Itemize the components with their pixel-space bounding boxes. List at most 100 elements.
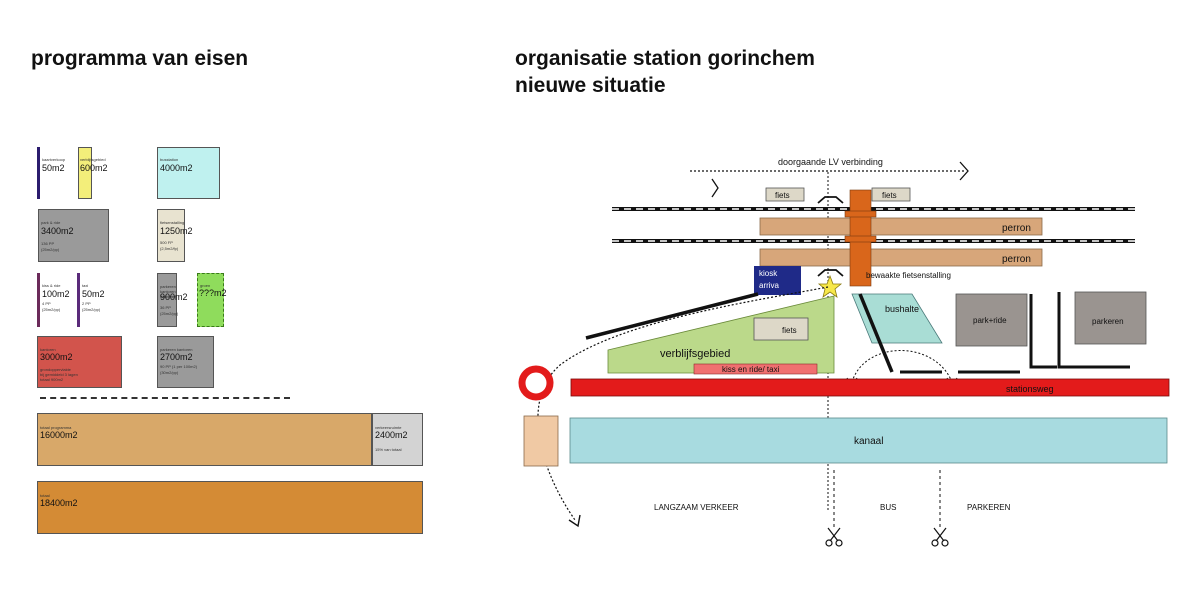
- area-groen: ???m2: [199, 288, 227, 298]
- area-totaal-programma: 16000m2: [40, 430, 78, 440]
- label-verkeersruimte: verkeersruimte: [375, 425, 402, 430]
- parkeren-area: [1074, 291, 1147, 345]
- fiets-box-3: [753, 317, 809, 341]
- bushalte-label: bushalte: [885, 304, 919, 314]
- note-parkeren-kantoren-bedrijven-1: 36 PP: [160, 305, 171, 310]
- station-subtitle: nieuwe situatie: [515, 74, 666, 97]
- kanaal-canal: [569, 417, 1168, 464]
- dashed-separator: [40, 397, 290, 399]
- label-groen: groen: [200, 283, 211, 288]
- scissors-icon-1: [825, 527, 843, 547]
- block-parkeren-kantoren-bedrijven: [157, 273, 177, 327]
- note-fietsenstalling-2: (2,5m2/fp): [160, 246, 179, 251]
- kanaal-label: kanaal: [854, 436, 883, 447]
- area-kaartverkoop: 50m2: [42, 163, 65, 173]
- block-taxi: [77, 273, 80, 327]
- fiets-label-3: fiets: [782, 326, 797, 335]
- verblijfsgebied-label: verblijfsgebied: [660, 348, 730, 360]
- bushalte-area: [851, 293, 943, 344]
- guarded-bike-storage-label: bewaakte fietsenstalling: [866, 271, 951, 280]
- label-totaal-programma: totaal programma: [40, 425, 72, 430]
- area-taxi: 50m2: [82, 289, 105, 299]
- label-kiss-ride: kiss & ride: [42, 283, 61, 288]
- label-busstation: busstation: [160, 157, 179, 162]
- entrance-star-icon: [817, 274, 843, 298]
- parking-wall-2: [1057, 292, 1130, 369]
- perron-2: [759, 248, 1043, 267]
- bushalte-wall: [858, 293, 894, 373]
- perron-label-2: perron: [1002, 254, 1031, 265]
- fiets-label-2: fiets: [882, 191, 897, 200]
- parkeren-caps-label: PARKEREN: [967, 503, 1011, 512]
- perron-label-1: perron: [1002, 223, 1031, 234]
- label-parkeren-kantoren: parkeren kantoren: [160, 347, 193, 352]
- arriva-label: arriva: [759, 281, 780, 290]
- block-verblijfsgebied: [78, 147, 92, 199]
- note-kiss-ride-2: (25m2/pp): [42, 307, 61, 312]
- scissors-icon-2: [931, 527, 949, 547]
- note-taxi-1: 2 PP: [82, 301, 91, 306]
- block-busstation: [157, 147, 220, 199]
- bus-loop-route: [851, 350, 953, 383]
- block-fietsenstalling: [157, 209, 185, 262]
- label-park-ride: park & ride: [41, 220, 61, 225]
- note-kantoren-2: bij gemiddeld 3 lagen: [40, 372, 78, 377]
- kiosk-label: kiosk: [759, 269, 778, 278]
- label-taxi: taxi: [82, 283, 89, 288]
- perron-1: [759, 217, 1043, 236]
- parkeren-label: parkeren: [1092, 317, 1124, 326]
- area-fietsenstalling: 1250m2: [160, 226, 193, 236]
- stationsweg-road: [570, 378, 1170, 397]
- area-parkeren-kantoren-bedrijven: 900m2: [160, 292, 188, 302]
- note-kantoren-3: totaal 900m2: [40, 377, 64, 382]
- label-kaartverkoop: kaartverkoop: [42, 157, 66, 162]
- block-park-ride: [38, 209, 109, 262]
- area-verkeersruimte: 2400m2: [375, 430, 408, 440]
- block-kantoren: [37, 336, 122, 388]
- verblijfsgebied-area: [607, 295, 835, 374]
- area-verblijfsgebied: 600m2: [80, 163, 108, 173]
- kiss-ride-taxi-label: kiss en ride/ taxi: [722, 365, 780, 374]
- area-kantoren: 3000m2: [40, 352, 73, 362]
- program-title: programma van eisen: [31, 47, 249, 70]
- kiosk-arriva-box: [754, 266, 801, 295]
- station-title: organisatie station gorinchem: [515, 47, 815, 70]
- bus-label: BUS: [880, 503, 896, 512]
- block-kiss-ride: [37, 273, 40, 327]
- beige-block-left: [523, 415, 559, 467]
- fiets-label-1: fiets: [775, 191, 790, 200]
- note-park-ride-2: (25m2/pp): [41, 247, 60, 252]
- note-taxi-2: (25m2/pp): [82, 307, 101, 312]
- kiss-ride-taxi-strip: [693, 363, 818, 375]
- block-kaartverkoop: [37, 147, 40, 199]
- area-park-ride: 3400m2: [41, 226, 74, 236]
- note-kiss-ride-1: 4 PP: [42, 301, 51, 306]
- stationsweg-label: stationsweg: [1006, 384, 1054, 394]
- note-verkeersruimte-1: 15% van totaal: [375, 447, 402, 452]
- block-parkeren-kantoren: [157, 336, 214, 388]
- entrance-bracket-top: [817, 196, 844, 204]
- note-kantoren-1: grondoppervlakte: [40, 367, 71, 372]
- block-totaal: [37, 481, 423, 534]
- orange-link-horizontal-1: [844, 210, 877, 218]
- note-park-ride-1: 136 PP: [41, 241, 55, 246]
- block-groen: [197, 273, 224, 327]
- diagonal-wall-left: [585, 292, 759, 340]
- parking-wall-1: [1029, 294, 1057, 369]
- entrance-bracket-bottom: [817, 269, 844, 277]
- label-parkeren-kantoren-bedrijven: parkeren kantoren bedrijven: [160, 284, 177, 299]
- area-busstation: 4000m2: [160, 163, 193, 173]
- roundabout: [518, 365, 554, 401]
- block-verkeersruimte: [372, 413, 423, 466]
- label-totaal: totaal: [40, 493, 50, 498]
- label-kantoren: kantoren: [40, 347, 56, 352]
- pedestrian-route-curve: [537, 286, 829, 521]
- area-kiss-ride: 100m2: [42, 289, 70, 299]
- langzaam-verkeer-label: LANGZAAM VERKEER: [654, 503, 739, 512]
- park-ride-label: park+ride: [973, 316, 1007, 325]
- block-totaal-programma: [37, 413, 372, 466]
- note-parkeren-kantoren-1: 90 PP (1 per 100m2): [160, 364, 198, 369]
- lv-connection-label: doorgaande LV verbinding: [778, 157, 883, 167]
- orange-link-horizontal-2: [844, 235, 877, 243]
